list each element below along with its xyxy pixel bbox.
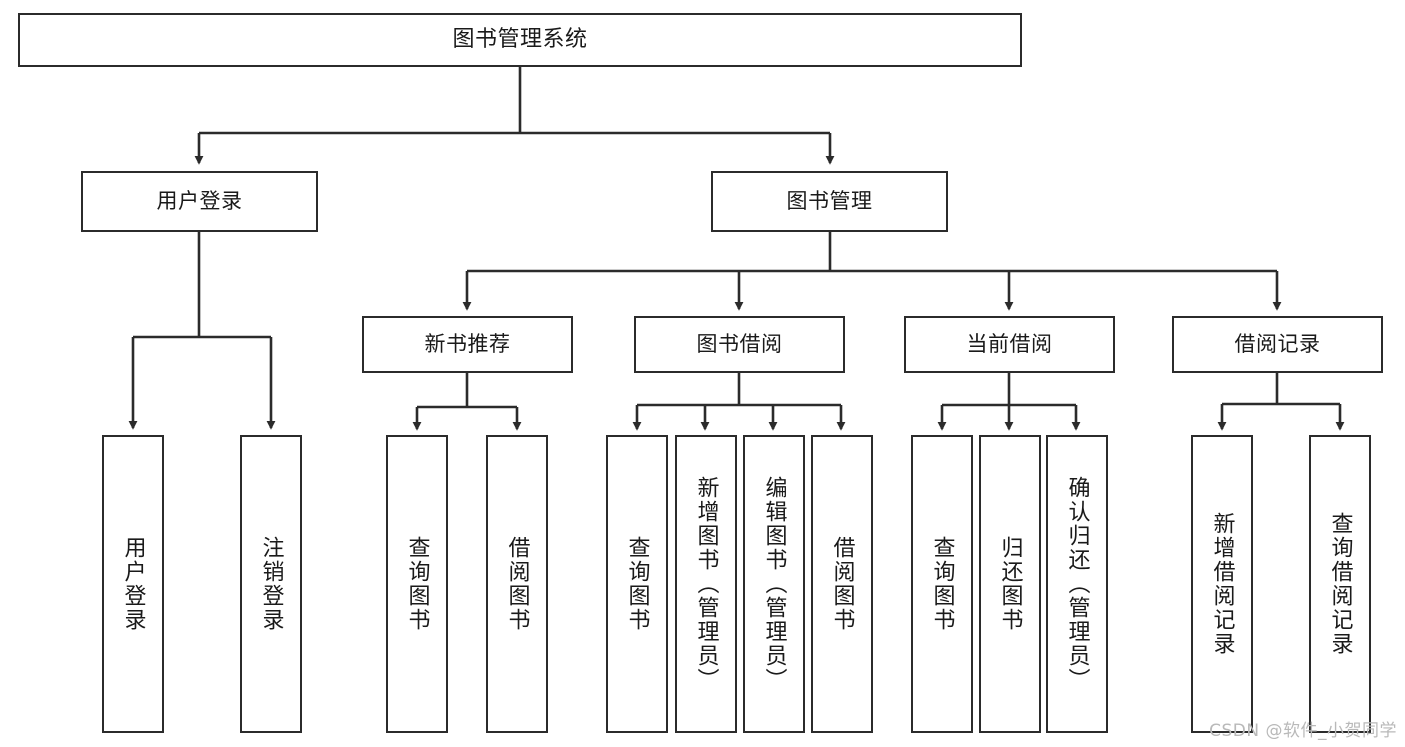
leaf-confirm-return[interactable]: 确认归还（管理员） <box>1046 435 1108 733</box>
node-label: 查询借阅记录 <box>1327 512 1353 656</box>
node-label: 查询图书 <box>624 536 650 632</box>
node-book-borrow[interactable]: 图书借阅 <box>634 316 845 373</box>
leaf-return-book[interactable]: 归还图书 <box>979 435 1041 733</box>
node-label: 查询图书 <box>404 536 430 632</box>
node-user-login[interactable]: 用户登录 <box>81 171 318 232</box>
node-label: 图书管理系统 <box>452 27 588 53</box>
node-label: 确认归还（管理员） <box>1064 476 1090 692</box>
node-label: 查询图书 <box>929 536 955 632</box>
leaf-user-login[interactable]: 用户登录 <box>102 435 164 733</box>
node-label: 新增图书（管理员） <box>693 476 719 692</box>
leaf-query-book-current[interactable]: 查询图书 <box>911 435 973 733</box>
node-label: 图书借阅 <box>696 331 783 356</box>
node-root-system[interactable]: 图书管理系统 <box>18 13 1022 67</box>
leaf-borrow-book[interactable]: 借阅图书 <box>811 435 873 733</box>
node-label: 归还图书 <box>997 536 1023 632</box>
leaf-logout[interactable]: 注销登录 <box>240 435 302 733</box>
node-label: 新书推荐 <box>424 331 511 356</box>
node-label: 用户登录 <box>120 536 146 632</box>
node-label: 当前借阅 <box>966 331 1053 356</box>
node-label: 新增借阅记录 <box>1209 512 1235 656</box>
leaf-query-book-borrow[interactable]: 查询图书 <box>606 435 668 733</box>
node-current-borrow[interactable]: 当前借阅 <box>904 316 1115 373</box>
node-borrow-record[interactable]: 借阅记录 <box>1172 316 1383 373</box>
node-book-manage[interactable]: 图书管理 <box>711 171 948 232</box>
node-label: 借阅记录 <box>1234 331 1321 356</box>
node-label: 借阅图书 <box>829 536 855 632</box>
node-label: 编辑图书（管理员） <box>761 476 787 692</box>
leaf-borrow-book-recommend[interactable]: 借阅图书 <box>486 435 548 733</box>
leaf-query-borrow-record[interactable]: 查询借阅记录 <box>1309 435 1371 733</box>
node-label: 注销登录 <box>258 536 284 632</box>
leaf-query-book-recommend[interactable]: 查询图书 <box>386 435 448 733</box>
node-label: 图书管理 <box>786 188 873 213</box>
leaf-edit-book[interactable]: 编辑图书（管理员） <box>743 435 805 733</box>
node-label: 用户登录 <box>156 188 243 213</box>
leaf-add-borrow-record[interactable]: 新增借阅记录 <box>1191 435 1253 733</box>
leaf-add-book[interactable]: 新增图书（管理员） <box>675 435 737 733</box>
node-label: 借阅图书 <box>504 536 530 632</box>
watermark-text: CSDN @软件_小贺同学 <box>1209 721 1397 741</box>
node-new-book-recommend[interactable]: 新书推荐 <box>362 316 573 373</box>
